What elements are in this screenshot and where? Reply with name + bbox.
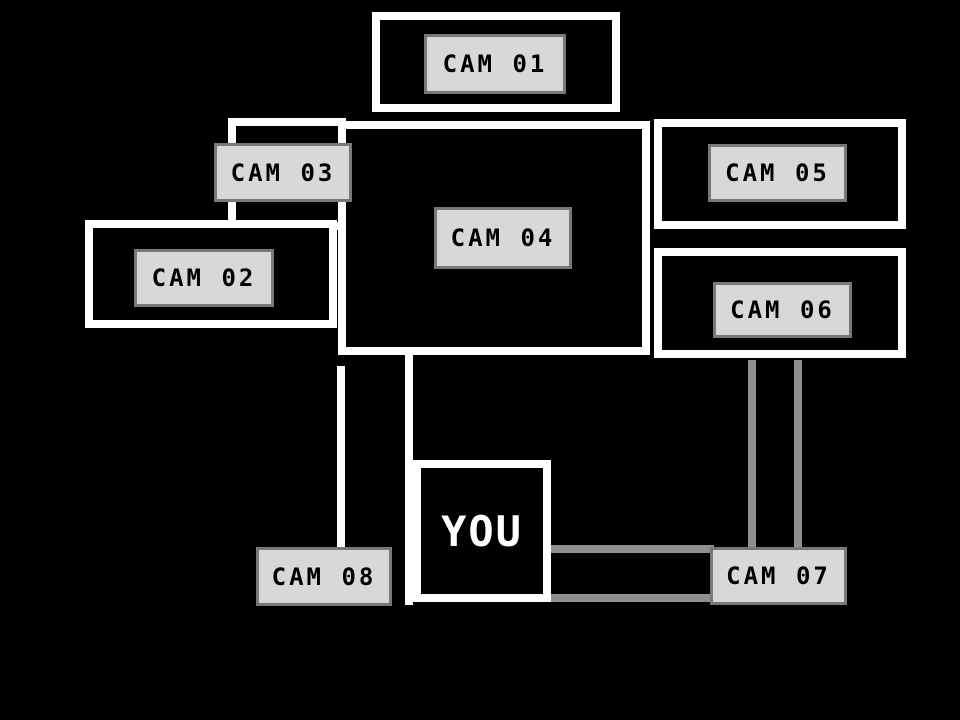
bottom-hall-north-wall	[548, 545, 714, 553]
bottom-hall-south-wall	[548, 594, 714, 602]
cam-03-button[interactable]: CAM 03	[214, 143, 352, 202]
cam-08-button[interactable]: CAM 08	[256, 547, 392, 606]
cam-01-button[interactable]: CAM 01	[424, 34, 566, 94]
you-room: YOU	[413, 460, 551, 602]
right-hall-east-wall	[794, 360, 802, 548]
cam-07-button[interactable]: CAM 07	[710, 547, 847, 605]
right-hall-west-wall	[748, 360, 756, 548]
left-hall-west-wall	[337, 366, 345, 548]
cam-02-button[interactable]: CAM 02	[134, 249, 274, 307]
room-cam-01	[372, 12, 620, 112]
left-hall-east-wall	[405, 355, 413, 605]
cam-06-button[interactable]: CAM 06	[713, 282, 852, 338]
cam-04-button[interactable]: CAM 04	[434, 207, 572, 269]
you-label: YOU	[441, 506, 523, 556]
cam-05-button[interactable]: CAM 05	[708, 144, 847, 202]
